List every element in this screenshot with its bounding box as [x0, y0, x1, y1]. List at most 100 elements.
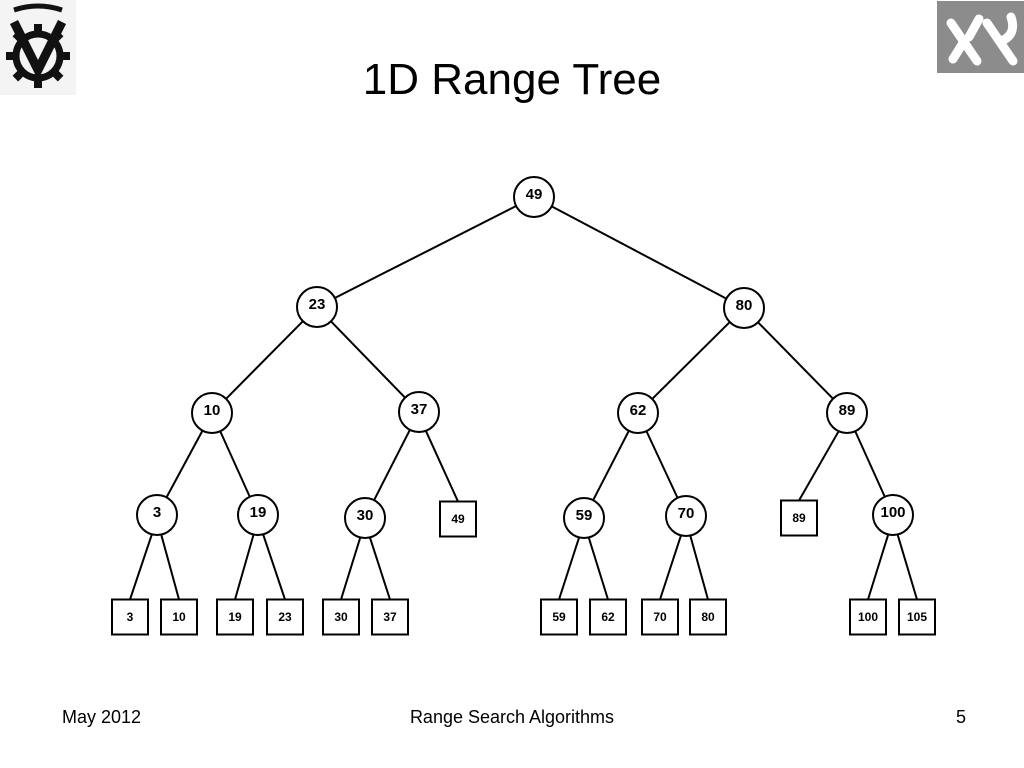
internal-node-label: 19 [250, 504, 267, 521]
leaf-node-box [266, 598, 304, 636]
internal-node: 10 [191, 392, 233, 434]
footer-date: May 2012 [62, 707, 142, 727]
internal-node-label: 100 [880, 504, 905, 521]
tree-edges [129, 205, 918, 600]
leaf-node: 10 [160, 598, 198, 636]
tree-edge-n100-l100 [867, 534, 890, 600]
tree-edge-n59-l62 [587, 537, 609, 600]
tree-edge-n37-n30 [373, 429, 411, 501]
tree-edge-n30-l30 [340, 537, 362, 600]
leaf-node-box [780, 499, 818, 537]
leaf-node-label: 62 [601, 610, 615, 624]
internal-node: 62 [617, 392, 659, 434]
tree-edge-n49-n80 [551, 205, 727, 300]
internal-node-label: 10 [204, 402, 221, 419]
internal-node: 19 [237, 494, 279, 536]
internal-node-circle [398, 391, 440, 433]
technion-logo [0, 0, 76, 95]
tree-edge-n30-l37 [368, 537, 391, 600]
internal-node-circle [513, 176, 555, 218]
leaf-node-label: 89 [792, 511, 806, 525]
leaf-node-box [589, 598, 627, 636]
internal-node-label: 23 [309, 296, 326, 313]
internal-node-label: 49 [526, 186, 543, 203]
leaf-node-box [322, 598, 360, 636]
tree-edge-n49-n23 [334, 205, 517, 299]
internal-node-circle [296, 286, 338, 328]
leaf-node-label: 3 [127, 610, 134, 624]
internal-node-circle [237, 494, 279, 536]
tree-edge-n3-l10 [160, 534, 180, 600]
internal-node: 23 [296, 286, 338, 328]
tree-edge-n100-l105 [896, 534, 918, 600]
leaf-node-label: 100 [858, 610, 878, 624]
tree-edge-n10-n19 [219, 430, 251, 498]
internal-node: 70 [665, 495, 707, 537]
leaf-node-box [898, 598, 936, 636]
leaf-node: 37 [371, 598, 409, 636]
leaf-node-box [689, 598, 727, 636]
internal-node-circle [665, 495, 707, 537]
footer-page-number: 5 [955, 707, 966, 727]
tree-edge-n80-n89 [757, 321, 834, 400]
tree-edge-n3-l3 [129, 534, 153, 600]
technion-gear-logo-icon [0, 0, 76, 95]
internal-node: 30 [344, 497, 386, 539]
leaf-node-label: 105 [907, 610, 927, 624]
leaf-node-label: 49 [451, 512, 465, 526]
leaf-node: 3 [111, 598, 149, 636]
internal-node-circle [617, 392, 659, 434]
leaf-node: 30 [322, 598, 360, 636]
leaf-node-box [371, 598, 409, 636]
leaf-node: 70 [641, 598, 679, 636]
leaf-node: 59 [540, 598, 578, 636]
leaf-node: 80 [689, 598, 727, 636]
internal-node: 59 [563, 497, 605, 539]
tree-edge-n10-n3 [165, 430, 204, 498]
tree-edge-n89-l89 [798, 430, 840, 501]
leaf-node-box [849, 598, 887, 636]
internal-node: 49 [513, 176, 555, 218]
leaf-node-box [111, 598, 149, 636]
tree-edge-n59-l59 [558, 537, 581, 600]
internal-node: 3 [136, 494, 178, 536]
internal-node: 37 [398, 391, 440, 433]
tree-edge-n62-n59 [592, 430, 630, 501]
tree-edge-n70-l80 [689, 535, 709, 600]
leaf-node-box [641, 598, 679, 636]
leaf-node: 62 [589, 598, 627, 636]
internal-node-circle [136, 494, 178, 536]
leaf-node: 49 [439, 500, 477, 538]
leaf-node: 105 [898, 598, 936, 636]
internal-node-circle [563, 497, 605, 539]
leaf-node-label: 59 [552, 610, 566, 624]
hebrew-letters-logo-icon [937, 1, 1024, 73]
hebrew-letters-logo [937, 1, 1024, 73]
tree-edge-n80-n62 [651, 321, 731, 400]
tree-edge-n19-l23 [262, 534, 286, 600]
tree-nodes: 49 23 80 10 37 62 89 3 19 30 59 70 100 3 10 19 23 30 37 49 5… [111, 176, 936, 636]
leaf-node-label: 30 [334, 610, 348, 624]
leaf-node-label: 37 [383, 610, 397, 624]
leaf-node: 100 [849, 598, 887, 636]
leaf-node-box [160, 598, 198, 636]
internal-node-label: 59 [576, 507, 593, 524]
tree-edge-n70-l70 [659, 535, 682, 600]
internal-node: 100 [872, 494, 914, 536]
internal-node-circle [826, 392, 868, 434]
internal-node-circle [344, 497, 386, 539]
leaf-node: 23 [266, 598, 304, 636]
internal-node-circle [191, 392, 233, 434]
leaf-node-label: 19 [228, 610, 242, 624]
internal-node-label: 62 [630, 402, 647, 419]
leaf-node-label: 10 [172, 610, 186, 624]
leaf-node-label: 23 [278, 610, 292, 624]
leaf-node-box [216, 598, 254, 636]
tree-edge-n89-n100 [854, 430, 886, 498]
internal-node-label: 89 [839, 402, 856, 419]
internal-node-label: 30 [357, 507, 374, 524]
tree-edge-n19-l19 [234, 534, 255, 600]
footer-presentation-title: Range Search Algorithms [409, 707, 615, 727]
leaf-node-label: 70 [653, 610, 667, 624]
